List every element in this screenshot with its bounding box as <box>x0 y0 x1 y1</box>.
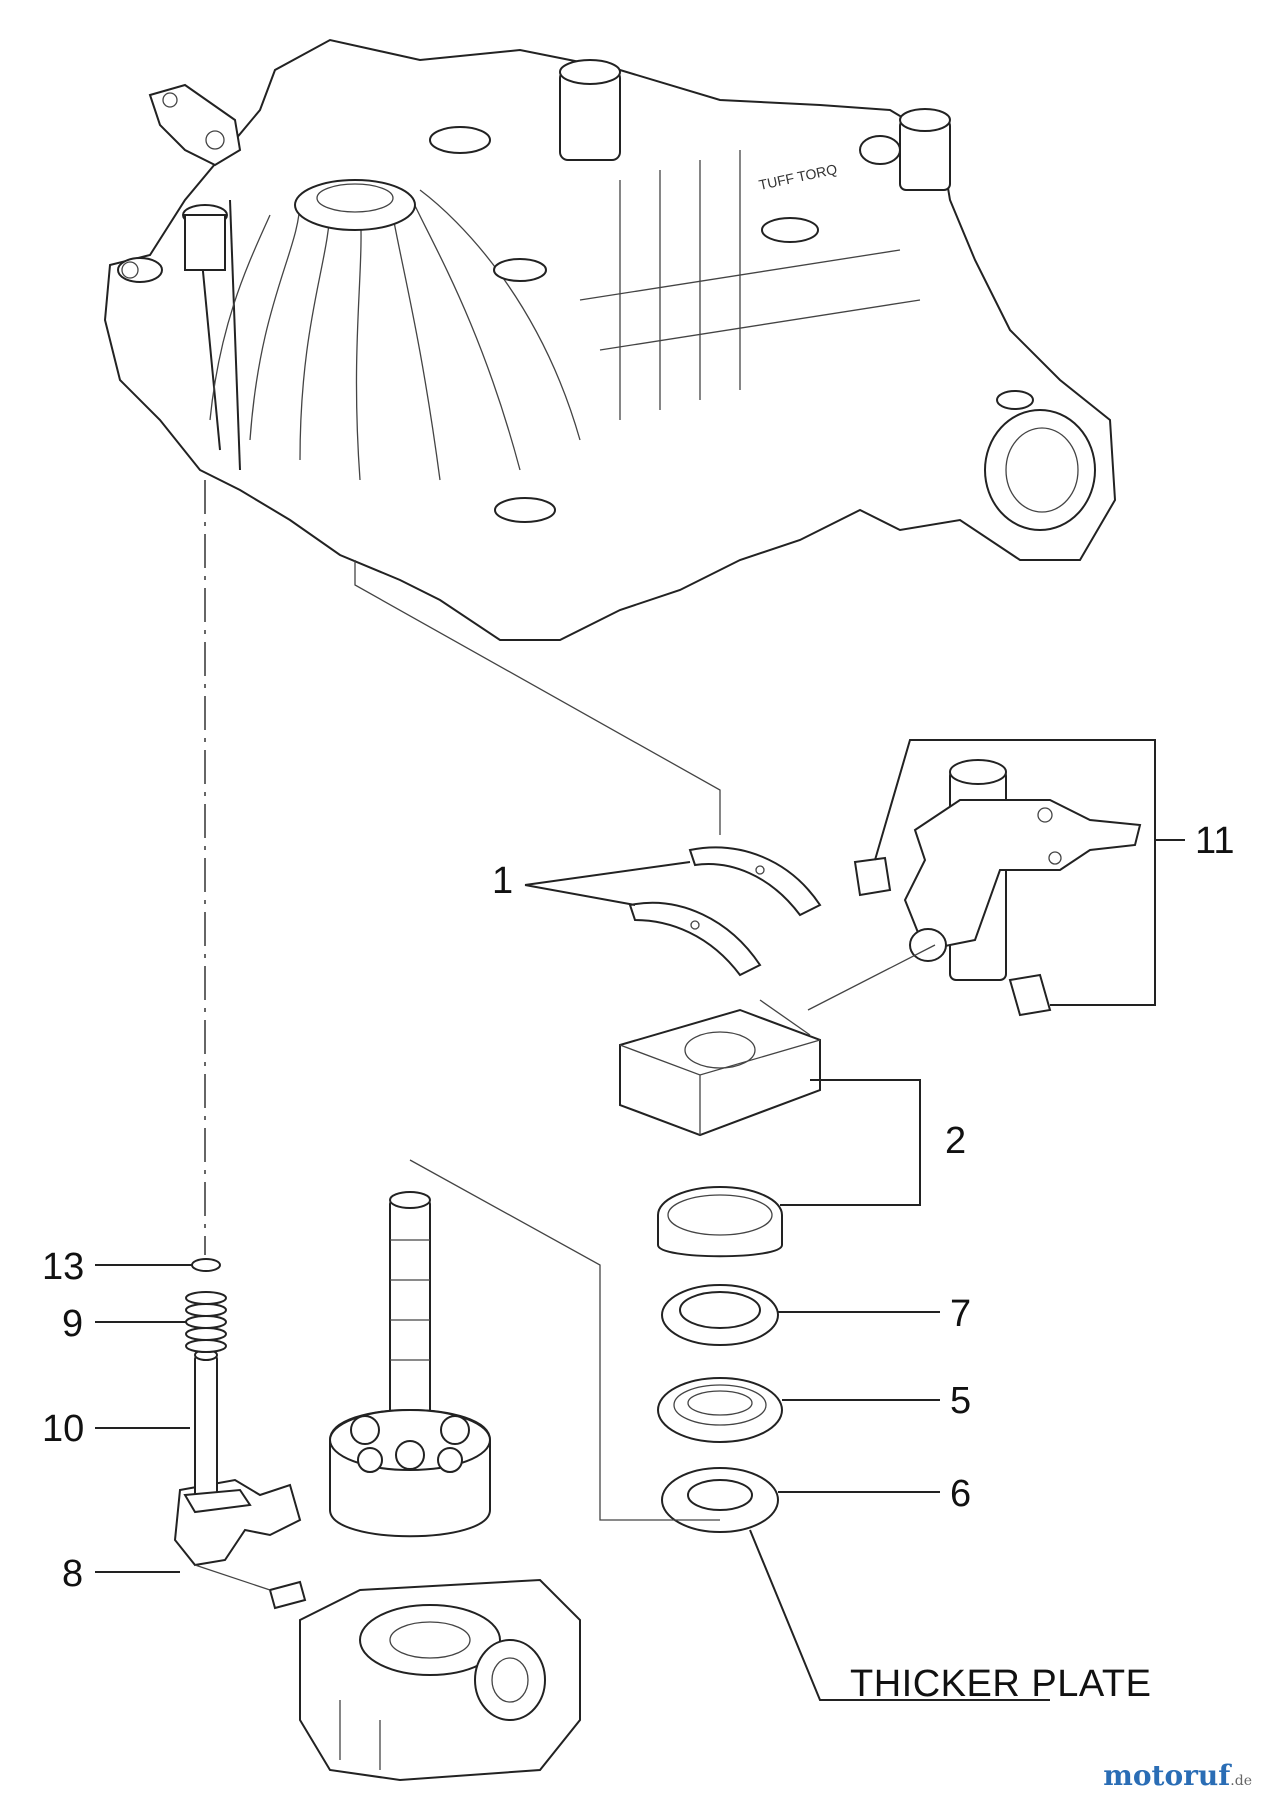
callout-13: 13 <box>42 1246 85 1288</box>
watermark-tld: .de <box>1230 1773 1252 1789</box>
callout-6: 6 <box>950 1473 972 1515</box>
callout-2: 2 <box>945 1120 967 1162</box>
valve-shaft-icon <box>183 1349 252 1514</box>
control-arm-icon <box>853 759 1142 1017</box>
center-section-icon <box>268 1578 581 1782</box>
callout-7: 7 <box>950 1293 972 1335</box>
spring-icon <box>185 1291 227 1353</box>
callout-11: 11 <box>1195 820 1235 862</box>
swashplate-icon <box>619 999 821 1137</box>
swashplate-bearing-icon <box>628 846 822 977</box>
thrust-ring-icon <box>657 1186 783 1258</box>
thicker-plate-label: THICKER PLATE <box>850 1663 1152 1705</box>
callout-5: 5 <box>950 1380 972 1422</box>
thrust-bearing-icon <box>661 1284 779 1346</box>
washer-icon <box>661 1467 779 1533</box>
callout-10: 10 <box>42 1408 85 1450</box>
watermark-brand: motoruf <box>1103 1759 1231 1792</box>
callout-1: 1 <box>492 860 514 902</box>
o-ring-icon <box>191 1258 221 1272</box>
callout-8: 8 <box>62 1553 84 1595</box>
watermark-logo: motoruf.de <box>1103 1759 1252 1792</box>
transaxle-housing-icon: TUFF TORQ <box>103 38 1117 641</box>
retainer-bracket-icon <box>121 83 242 279</box>
callout-9: 9 <box>62 1303 84 1345</box>
bearing-race-icon <box>657 1377 783 1443</box>
piston-block-icon <box>329 1191 491 1538</box>
